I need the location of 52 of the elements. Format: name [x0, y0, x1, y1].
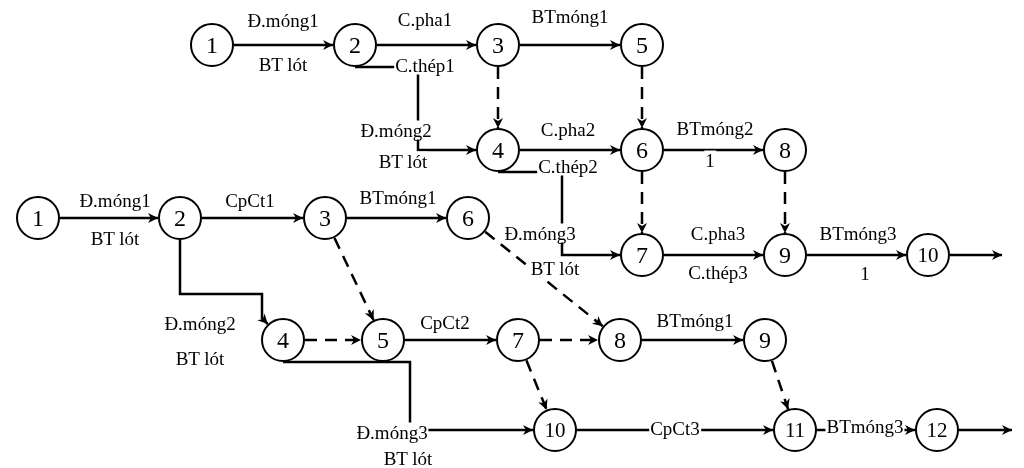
event-circle: 6 — [446, 196, 490, 240]
event-circle: 11 — [773, 408, 817, 452]
arrow — [642, 335, 743, 345]
dashed-arrow — [333, 237, 375, 321]
event-circle: 10 — [906, 233, 950, 277]
dashed-arrow — [637, 67, 647, 128]
event-circle: 4 — [476, 128, 520, 172]
arrow — [520, 145, 620, 155]
event-circle: 3 — [303, 196, 347, 240]
event-circle: 5 — [620, 23, 664, 67]
dashed-arrow — [780, 172, 790, 233]
event-circle: 2 — [158, 196, 202, 240]
event-circle: 12 — [915, 408, 959, 452]
event-circle: 6 — [620, 128, 664, 172]
event-circle: 7 — [496, 318, 540, 362]
arrow — [283, 360, 533, 435]
event-circle: 7 — [620, 233, 664, 277]
arrow — [950, 250, 1002, 260]
arrow — [520, 40, 620, 50]
dashed-arrow — [484, 230, 604, 328]
arrow — [664, 145, 763, 155]
event-circle: 4 — [261, 318, 305, 362]
arrow — [347, 213, 446, 223]
event-circle: 8 — [763, 128, 807, 172]
event-circle: 1 — [190, 23, 234, 67]
edge-label: Đ.móng3 — [503, 223, 577, 243]
event-circle: 1 — [16, 196, 60, 240]
event-circle: 3 — [476, 23, 520, 67]
dashed-arrow — [305, 335, 361, 345]
arrow — [959, 425, 1012, 435]
dashed-arrow — [540, 335, 598, 345]
arrow — [664, 250, 763, 260]
dashed-arrow — [637, 172, 647, 233]
event-circle: 5 — [361, 318, 405, 362]
event-circle: 10 — [533, 408, 577, 452]
arrow — [377, 40, 476, 50]
arrow — [202, 213, 303, 223]
arrow — [807, 250, 906, 260]
arrow — [60, 213, 158, 223]
arrow — [234, 40, 333, 50]
event-circle: 2 — [333, 23, 377, 67]
edge-label: Đ.móng2 — [359, 120, 433, 140]
dashed-arrow — [493, 67, 503, 128]
arrow — [178, 240, 269, 325]
edge-label: Đ.móng3 — [355, 422, 429, 442]
event-circle: 9 — [743, 318, 787, 362]
event-circle: 9 — [763, 233, 807, 277]
arrow — [405, 335, 496, 345]
dashed-arrow — [525, 359, 548, 411]
event-circle: 8 — [598, 318, 642, 362]
dashed-arrow — [770, 360, 790, 410]
activity-label: 1 — [704, 150, 716, 170]
